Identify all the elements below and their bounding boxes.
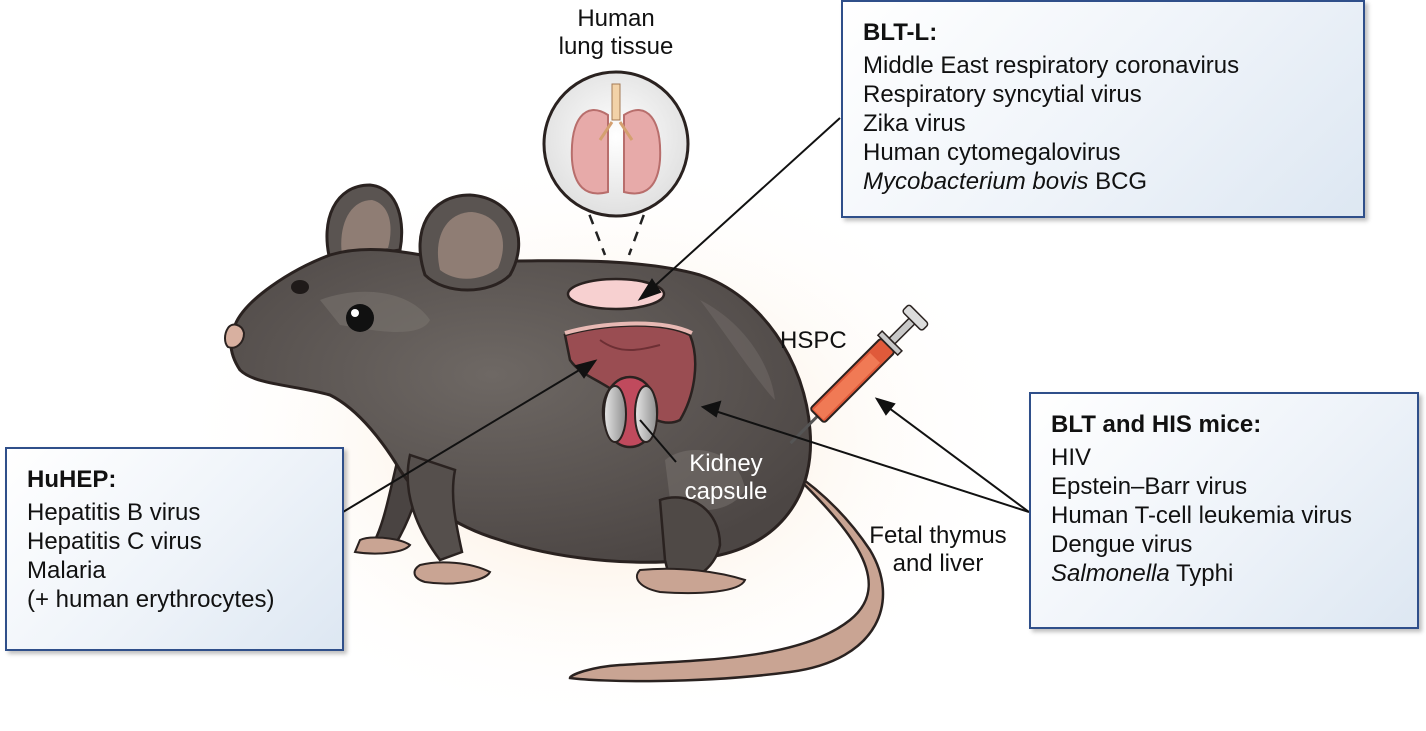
- box-title: BLT-L:: [863, 19, 938, 46]
- label-hspc: HSPC: [780, 327, 847, 354]
- liver-icon: [563, 324, 697, 424]
- list-item: Zika virus: [863, 110, 966, 137]
- box-title: HuHEP:: [27, 466, 117, 493]
- list-item: Middle East respiratory coronavirus: [863, 52, 1240, 79]
- label-fetal-thymus-liver: Fetal thymus and liver: [869, 522, 1007, 577]
- mouse-nose: [224, 323, 246, 349]
- label-kidney-capsule: Kidney capsule: [684, 450, 768, 505]
- label-human-lung-tissue: Human lung tissue: [558, 5, 674, 60]
- list-item: (+ human erythrocytes): [27, 586, 275, 613]
- mouse-front-foot-near: [413, 561, 492, 585]
- mouse-eye: [346, 304, 374, 332]
- syringe-icon: [789, 304, 929, 445]
- list-item: Human T-cell leukemia virus: [1051, 502, 1352, 529]
- implant-capsule-right: [634, 385, 658, 443]
- mouse-front-foot-far: [353, 536, 412, 555]
- list-item: Hepatitis C virus: [27, 528, 202, 555]
- list-item: Epstein–Barr virus: [1051, 473, 1248, 500]
- list-item: Dengue virus: [1051, 531, 1193, 558]
- lung-implant-site: [566, 277, 666, 311]
- list-item: Salmonella Typhi: [1051, 560, 1234, 587]
- list-item: Malaria: [27, 557, 106, 584]
- mouse-back-foot-near: [635, 567, 747, 595]
- mouse-front-leg-near: [406, 453, 464, 562]
- list-item: Human cytomegalovirus: [863, 139, 1121, 166]
- box-title: BLT and HIS mice:: [1051, 411, 1262, 438]
- list-item: Hepatitis B virus: [27, 499, 201, 526]
- list-item: HIV: [1051, 444, 1092, 471]
- blt-l-box: BLT-L: Middle East respiratory coronavir…: [841, 0, 1365, 218]
- lungs-icon: [570, 83, 662, 195]
- mouse-tail: [568, 468, 885, 683]
- list-item: Respiratory syncytial virus: [863, 81, 1142, 108]
- list-item: Mycobacterium bovis BCG: [863, 168, 1148, 195]
- implant-capsule-left: [603, 385, 627, 443]
